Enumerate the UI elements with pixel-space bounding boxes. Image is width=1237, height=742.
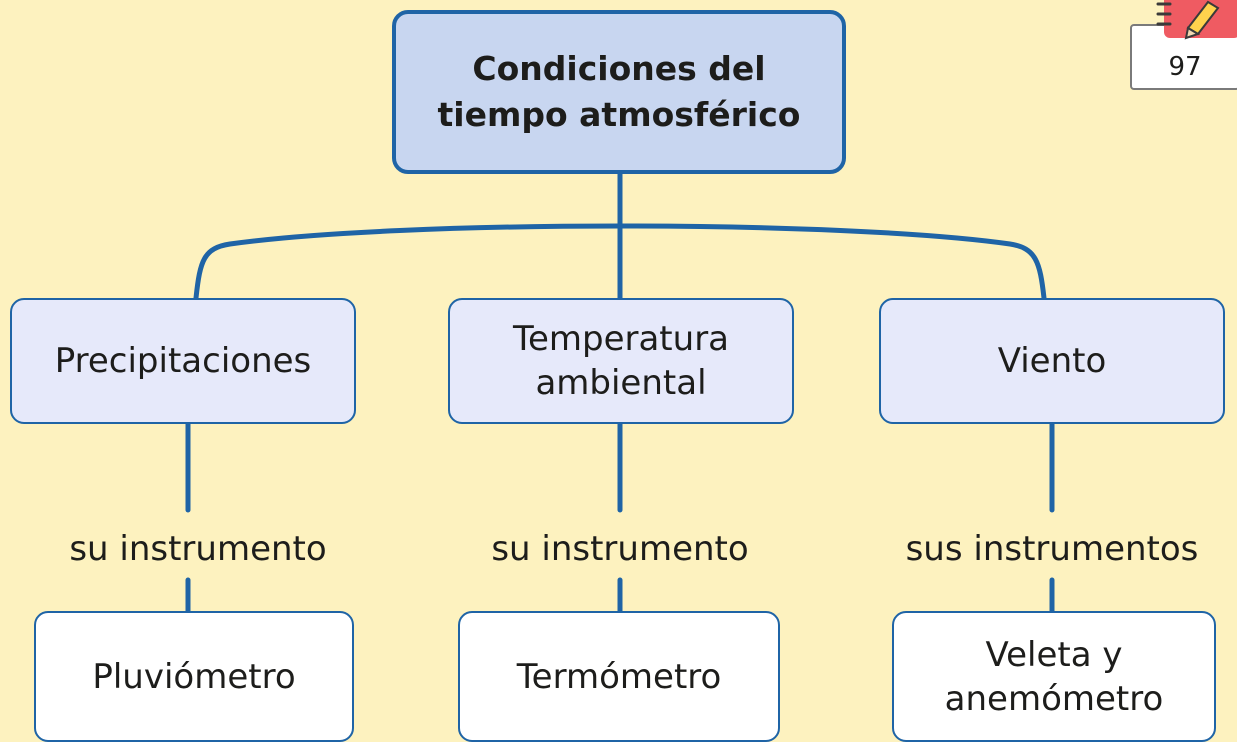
instrument-label-line-1: Veleta y	[985, 634, 1123, 675]
root-line-1: Condiciones del	[472, 49, 766, 88]
link-label-1: su instrumento	[69, 529, 327, 569]
instrument-veleta-anemometro: Veleta y anemómetro	[892, 611, 1216, 742]
category-label: Precipitaciones	[54, 341, 312, 381]
instrument-termometro: Termómetro	[458, 611, 780, 742]
link-label-2: su instrumento	[491, 529, 749, 569]
root-line-2: tiempo atmosférico	[437, 95, 801, 134]
category-temperatura: Temperatura ambiental	[448, 298, 794, 424]
instrument-label-line-2: anemómetro	[944, 678, 1164, 719]
root-node: Condiciones del tiempo atmosférico	[392, 10, 846, 174]
bracket-connector	[193, 223, 1047, 301]
instrument-label: Pluviómetro	[92, 656, 296, 697]
category-precipitaciones: Precipitaciones	[10, 298, 356, 424]
instrument-label: Termómetro	[516, 656, 722, 697]
link-label-3: sus instrumentos	[905, 529, 1199, 569]
page-number: 97	[1168, 52, 1202, 82]
category-label: Viento	[997, 341, 1107, 381]
category-viento: Viento	[879, 298, 1225, 424]
notebook-pencil-icon	[1156, 0, 1237, 40]
category-label-line-2: ambiental	[535, 363, 707, 403]
category-label-line-1: Temperatura	[512, 319, 730, 359]
instrument-pluviometro: Pluviómetro	[34, 611, 354, 742]
